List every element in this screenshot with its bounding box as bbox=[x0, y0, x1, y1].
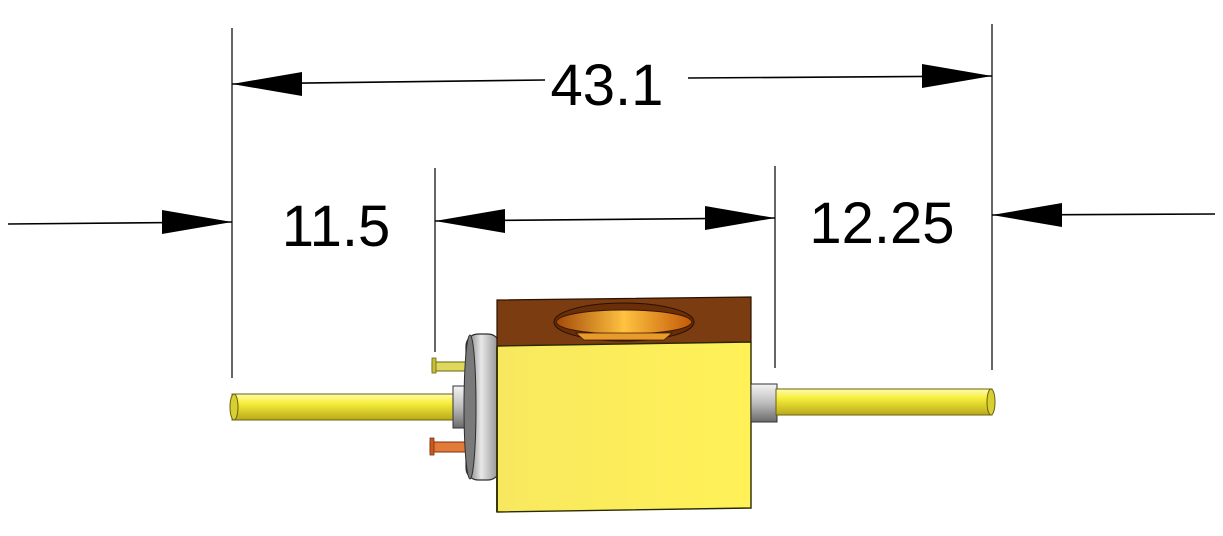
body-dimension bbox=[434, 206, 776, 233]
left-leader-arrow bbox=[162, 210, 232, 234]
overall-dimension-label: 43.1 bbox=[551, 53, 664, 118]
overall-dimension: 43.1 bbox=[231, 53, 993, 118]
left-fiber bbox=[229, 393, 459, 421]
right-fiber bbox=[775, 388, 996, 416]
right-leader-arrow bbox=[992, 203, 1062, 227]
overall-arrow-right bbox=[922, 64, 992, 88]
overall-arrow-left bbox=[232, 72, 302, 96]
upper-pin bbox=[431, 357, 469, 374]
body-arrow-right bbox=[705, 206, 775, 230]
lower-pin bbox=[429, 437, 469, 456]
fiber-component bbox=[229, 296, 996, 513]
left-fiber-dimension-label: 11.5 bbox=[282, 194, 391, 259]
body-arrow-left bbox=[435, 209, 505, 233]
right-fiber-dimension: 12.25 bbox=[809, 191, 1216, 256]
right-sleeve bbox=[750, 383, 778, 423]
right-fiber-dimension-label: 12.25 bbox=[809, 191, 954, 256]
body-front bbox=[496, 341, 752, 513]
left-fiber-dimension: 11.5 bbox=[7, 194, 391, 259]
flange bbox=[463, 333, 501, 481]
body-cavity bbox=[553, 302, 695, 342]
